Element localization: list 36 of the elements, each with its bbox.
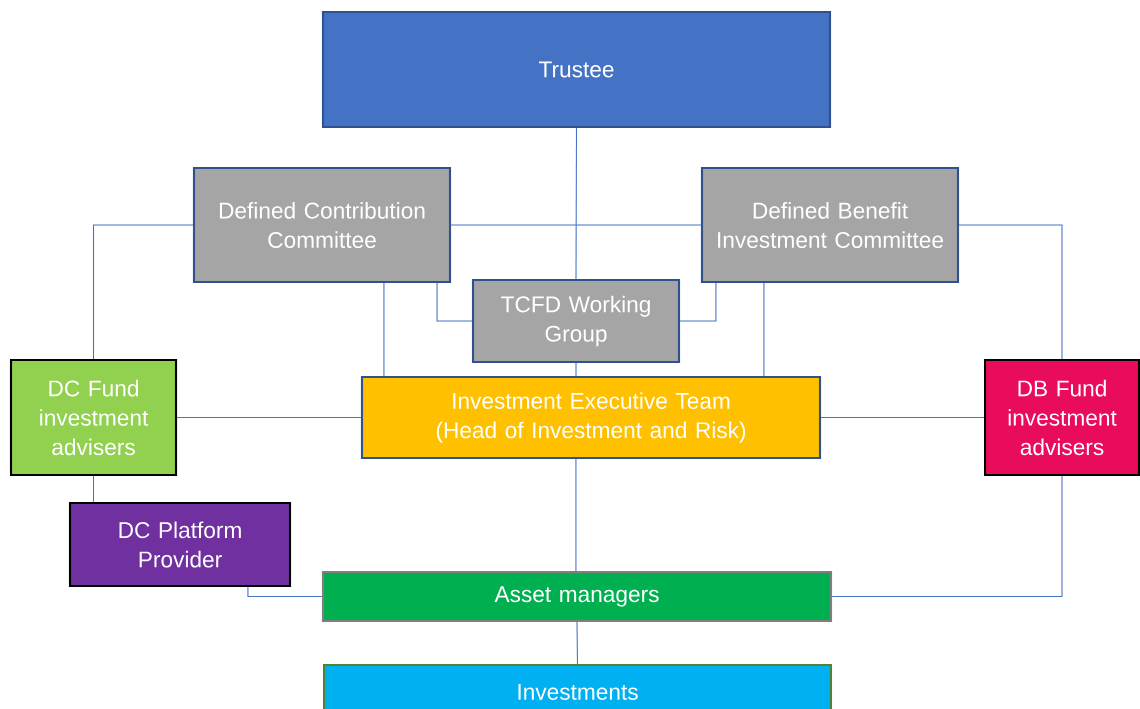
connector-line [958, 224, 1063, 360]
box-label: Asset managers [494, 586, 659, 607]
box-label: DB Fund investment advisers [1008, 379, 1117, 456]
box-label: Defined Benefit Investment Committee [718, 202, 943, 248]
box-label: Investments [518, 684, 638, 700]
org-box [321, 10, 832, 129]
committee-box [700, 166, 960, 284]
connector-line [679, 282, 717, 322]
group-box [471, 278, 681, 364]
provider-box [68, 501, 292, 588]
connector-line [820, 416, 985, 419]
connector-line [576, 621, 579, 665]
manager-box [321, 570, 833, 623]
adviser-box [983, 358, 1140, 477]
adviser-box [9, 358, 178, 477]
connector-line [575, 127, 578, 280]
box-label: DC Platform Provider [119, 521, 241, 568]
connector-line [450, 224, 702, 226]
team-box [360, 375, 822, 460]
box-label: Investment Executive Team (Head of Investment and Risk) [436, 392, 746, 443]
connector-line [92, 475, 95, 503]
connector-line [436, 282, 473, 322]
connector-line [763, 282, 765, 377]
committee-box [192, 166, 452, 284]
connector-line [383, 282, 385, 377]
box-label: Trustee [539, 61, 614, 78]
connector-line [831, 475, 1063, 598]
connector-line [575, 458, 577, 572]
box-label: TCFD Working Group [501, 295, 650, 347]
box-label: Defined Contribution Committee [219, 202, 425, 248]
connector-line [247, 586, 323, 598]
connector-line [92, 224, 194, 360]
connector-line [176, 416, 362, 419]
box-label: DC Fund investment advisers [40, 379, 149, 456]
investments-box [322, 663, 833, 709]
connector-line [575, 362, 577, 377]
